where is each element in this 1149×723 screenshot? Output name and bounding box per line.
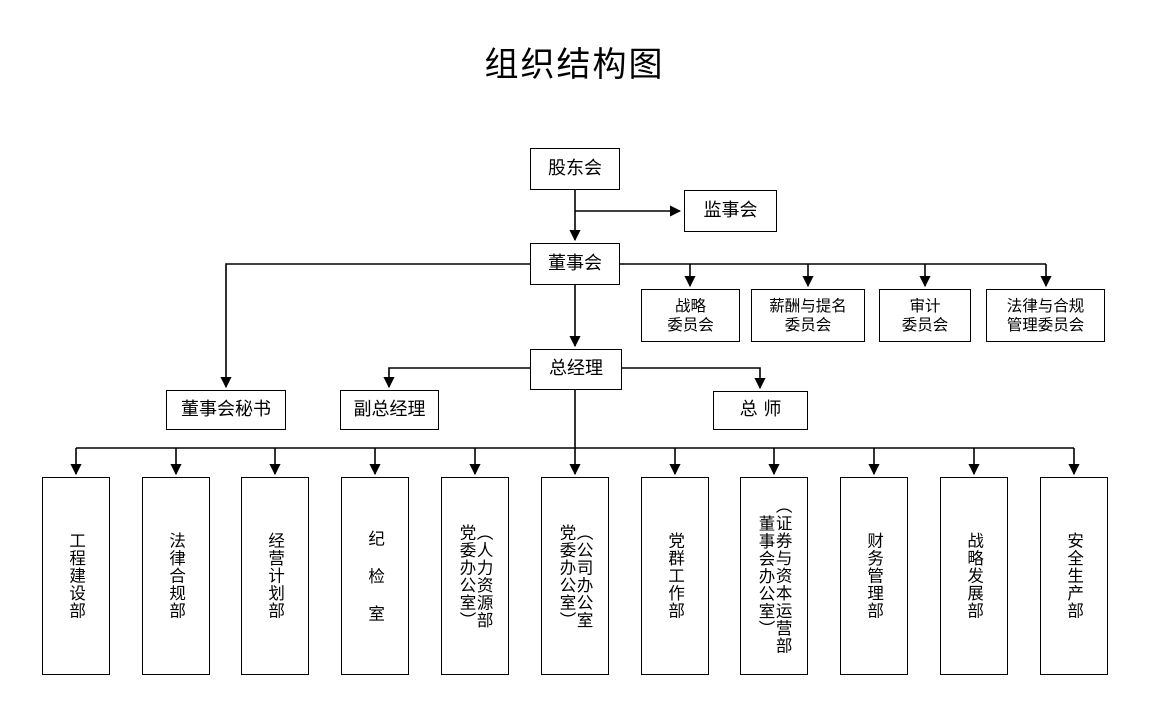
node-dept-securities-capital-operation-label: （证券与资本运营部 董事会办公室） <box>756 497 793 655</box>
node-dept-human-resources-label: （人力资源部 党委办公室） <box>457 523 494 629</box>
node-committee-strategy-label: 战略 委员会 <box>667 297 714 334</box>
node-dept-company-office-label: （公司办公室 党委办公室） <box>557 523 594 629</box>
node-dept-financial-management[interactable]: 财务管理部 <box>840 477 908 675</box>
node-general-manager-label: 总经理 <box>549 358 603 380</box>
node-shareholders[interactable]: 股东会 <box>530 148 620 190</box>
edge-gm-chief-engineer <box>622 367 766 390</box>
node-general-manager[interactable]: 总经理 <box>530 349 622 390</box>
node-dept-party-mass-work[interactable]: 党群工作部 <box>641 477 709 675</box>
node-dept-company-office[interactable]: （公司办公室 党委办公室） <box>541 477 609 675</box>
edge-gm-deputy <box>383 367 530 389</box>
node-dept-financial-management-label: 财务管理部 <box>864 532 884 620</box>
node-dept-securities-capital-operation[interactable]: （证券与资本运营部 董事会办公室） <box>740 477 808 675</box>
node-supervisors-label: 监事会 <box>703 199 758 221</box>
node-committee-strategy[interactable]: 战略 委员会 <box>641 289 740 342</box>
node-dept-business-planning-label: 经营计划部 <box>265 532 285 620</box>
node-committee-legal-compliance[interactable]: 法律与合规 管理委员会 <box>986 289 1105 342</box>
edge-board-secretary <box>220 263 530 389</box>
node-dept-strategic-development[interactable]: 战略发展部 <box>940 477 1008 675</box>
node-committee-legal-compliance-label: 法律与合规 管理委员会 <box>1006 297 1085 334</box>
page-title: 组织结构图 <box>484 45 665 85</box>
node-dept-legal-compliance[interactable]: 法律合规部 <box>142 477 210 675</box>
node-committee-compensation-nomination-label: 薪酬与提名 委员会 <box>769 297 847 334</box>
node-dept-business-planning[interactable]: 经营计划部 <box>241 477 309 675</box>
node-dept-legal-compliance-label: 法律合规部 <box>166 532 186 620</box>
node-committee-audit-label: 审计 委员会 <box>901 297 949 334</box>
node-dept-safety-production[interactable]: 安全生产部 <box>1040 477 1108 675</box>
node-dept-engineering-construction-label: 工程建设部 <box>66 532 86 620</box>
node-dept-human-resources[interactable]: （人力资源部 党委办公室） <box>441 477 509 675</box>
node-dept-discipline-inspection-label: 纪 检 室 <box>365 529 385 623</box>
node-deputy-general-manager[interactable]: 副总经理 <box>340 390 439 430</box>
node-supervisors[interactable]: 监事会 <box>684 190 777 232</box>
node-dept-party-mass-work-label: 党群工作部 <box>665 532 685 620</box>
node-deputy-general-manager-label: 副总经理 <box>353 398 426 420</box>
node-committee-compensation-nomination[interactable]: 薪酬与提名 委员会 <box>751 289 865 342</box>
node-chief-engineer-label: 总 师 <box>739 399 782 421</box>
node-dept-discipline-inspection[interactable]: 纪 检 室 <box>341 477 409 675</box>
node-board-label: 董事会 <box>548 252 602 274</box>
node-board-secretary-label: 董事会秘书 <box>181 398 271 420</box>
node-board-secretary[interactable]: 董事会秘书 <box>166 390 286 430</box>
node-chief-engineer[interactable]: 总 师 <box>713 391 808 430</box>
node-dept-engineering-construction[interactable]: 工程建设部 <box>42 477 110 675</box>
node-shareholders-label: 股东会 <box>548 157 602 179</box>
node-committee-audit[interactable]: 审计 委员会 <box>879 289 971 342</box>
node-dept-strategic-development-label: 战略发展部 <box>964 532 984 620</box>
node-board[interactable]: 董事会 <box>530 243 620 285</box>
node-dept-safety-production-label: 安全生产部 <box>1064 532 1084 620</box>
